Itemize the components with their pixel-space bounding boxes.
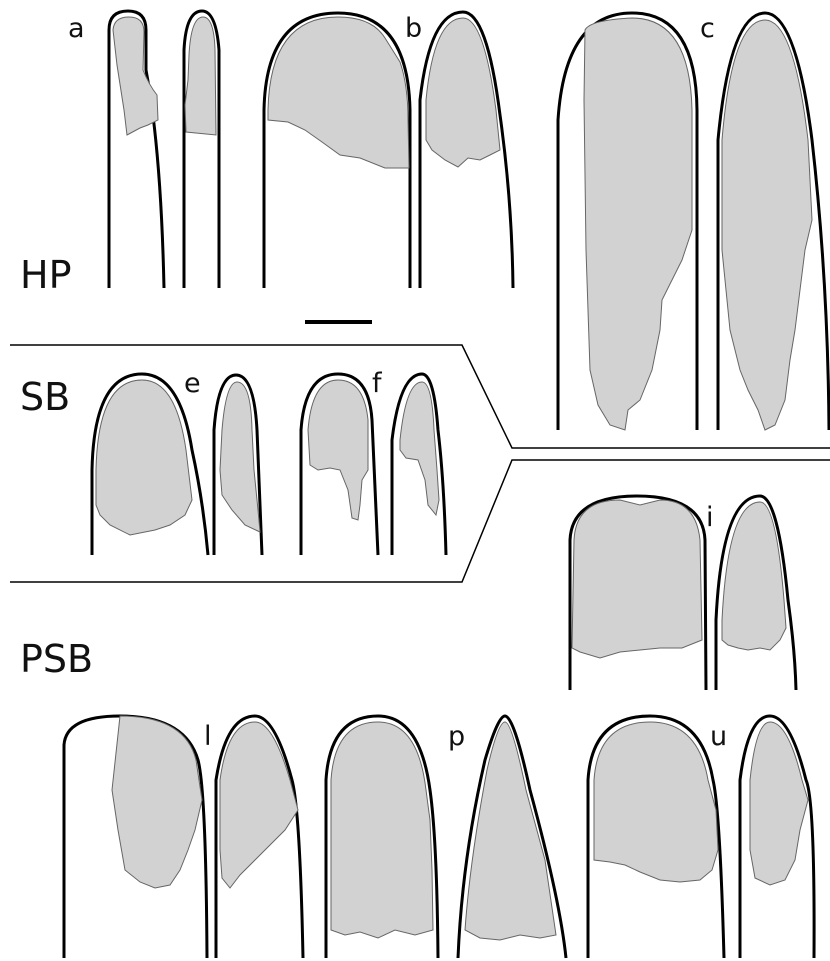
tooth-pair-u: [588, 716, 814, 958]
tooth-pair-f: [301, 374, 446, 555]
group-label-psb: PSB: [20, 637, 93, 681]
tooth-pair-a: [109, 11, 219, 288]
panel-label-b: b: [405, 13, 422, 44]
group-label-hp: HP: [20, 253, 72, 297]
wear-facet: [572, 500, 702, 658]
panel-label-l: l: [204, 721, 212, 752]
tooth-pair-p: [326, 716, 566, 958]
panel-label-i: i: [706, 502, 714, 533]
group-label-sb: SB: [20, 375, 70, 419]
panel-label-p: p: [448, 721, 465, 752]
panel-label-f: f: [372, 368, 383, 399]
panel-label-c: c: [700, 13, 715, 44]
panel-label-a: a: [68, 13, 85, 44]
tooth-pair-c: [558, 13, 829, 430]
tooth-pair-e: [92, 374, 262, 555]
panel-label-u: u: [710, 721, 727, 752]
tooth-pair-i: [570, 496, 796, 690]
tooth-pair-b: [264, 12, 513, 288]
panel-label-e: e: [184, 368, 201, 399]
wear-facet: [331, 722, 433, 938]
tooth-pair-l: [64, 716, 303, 958]
